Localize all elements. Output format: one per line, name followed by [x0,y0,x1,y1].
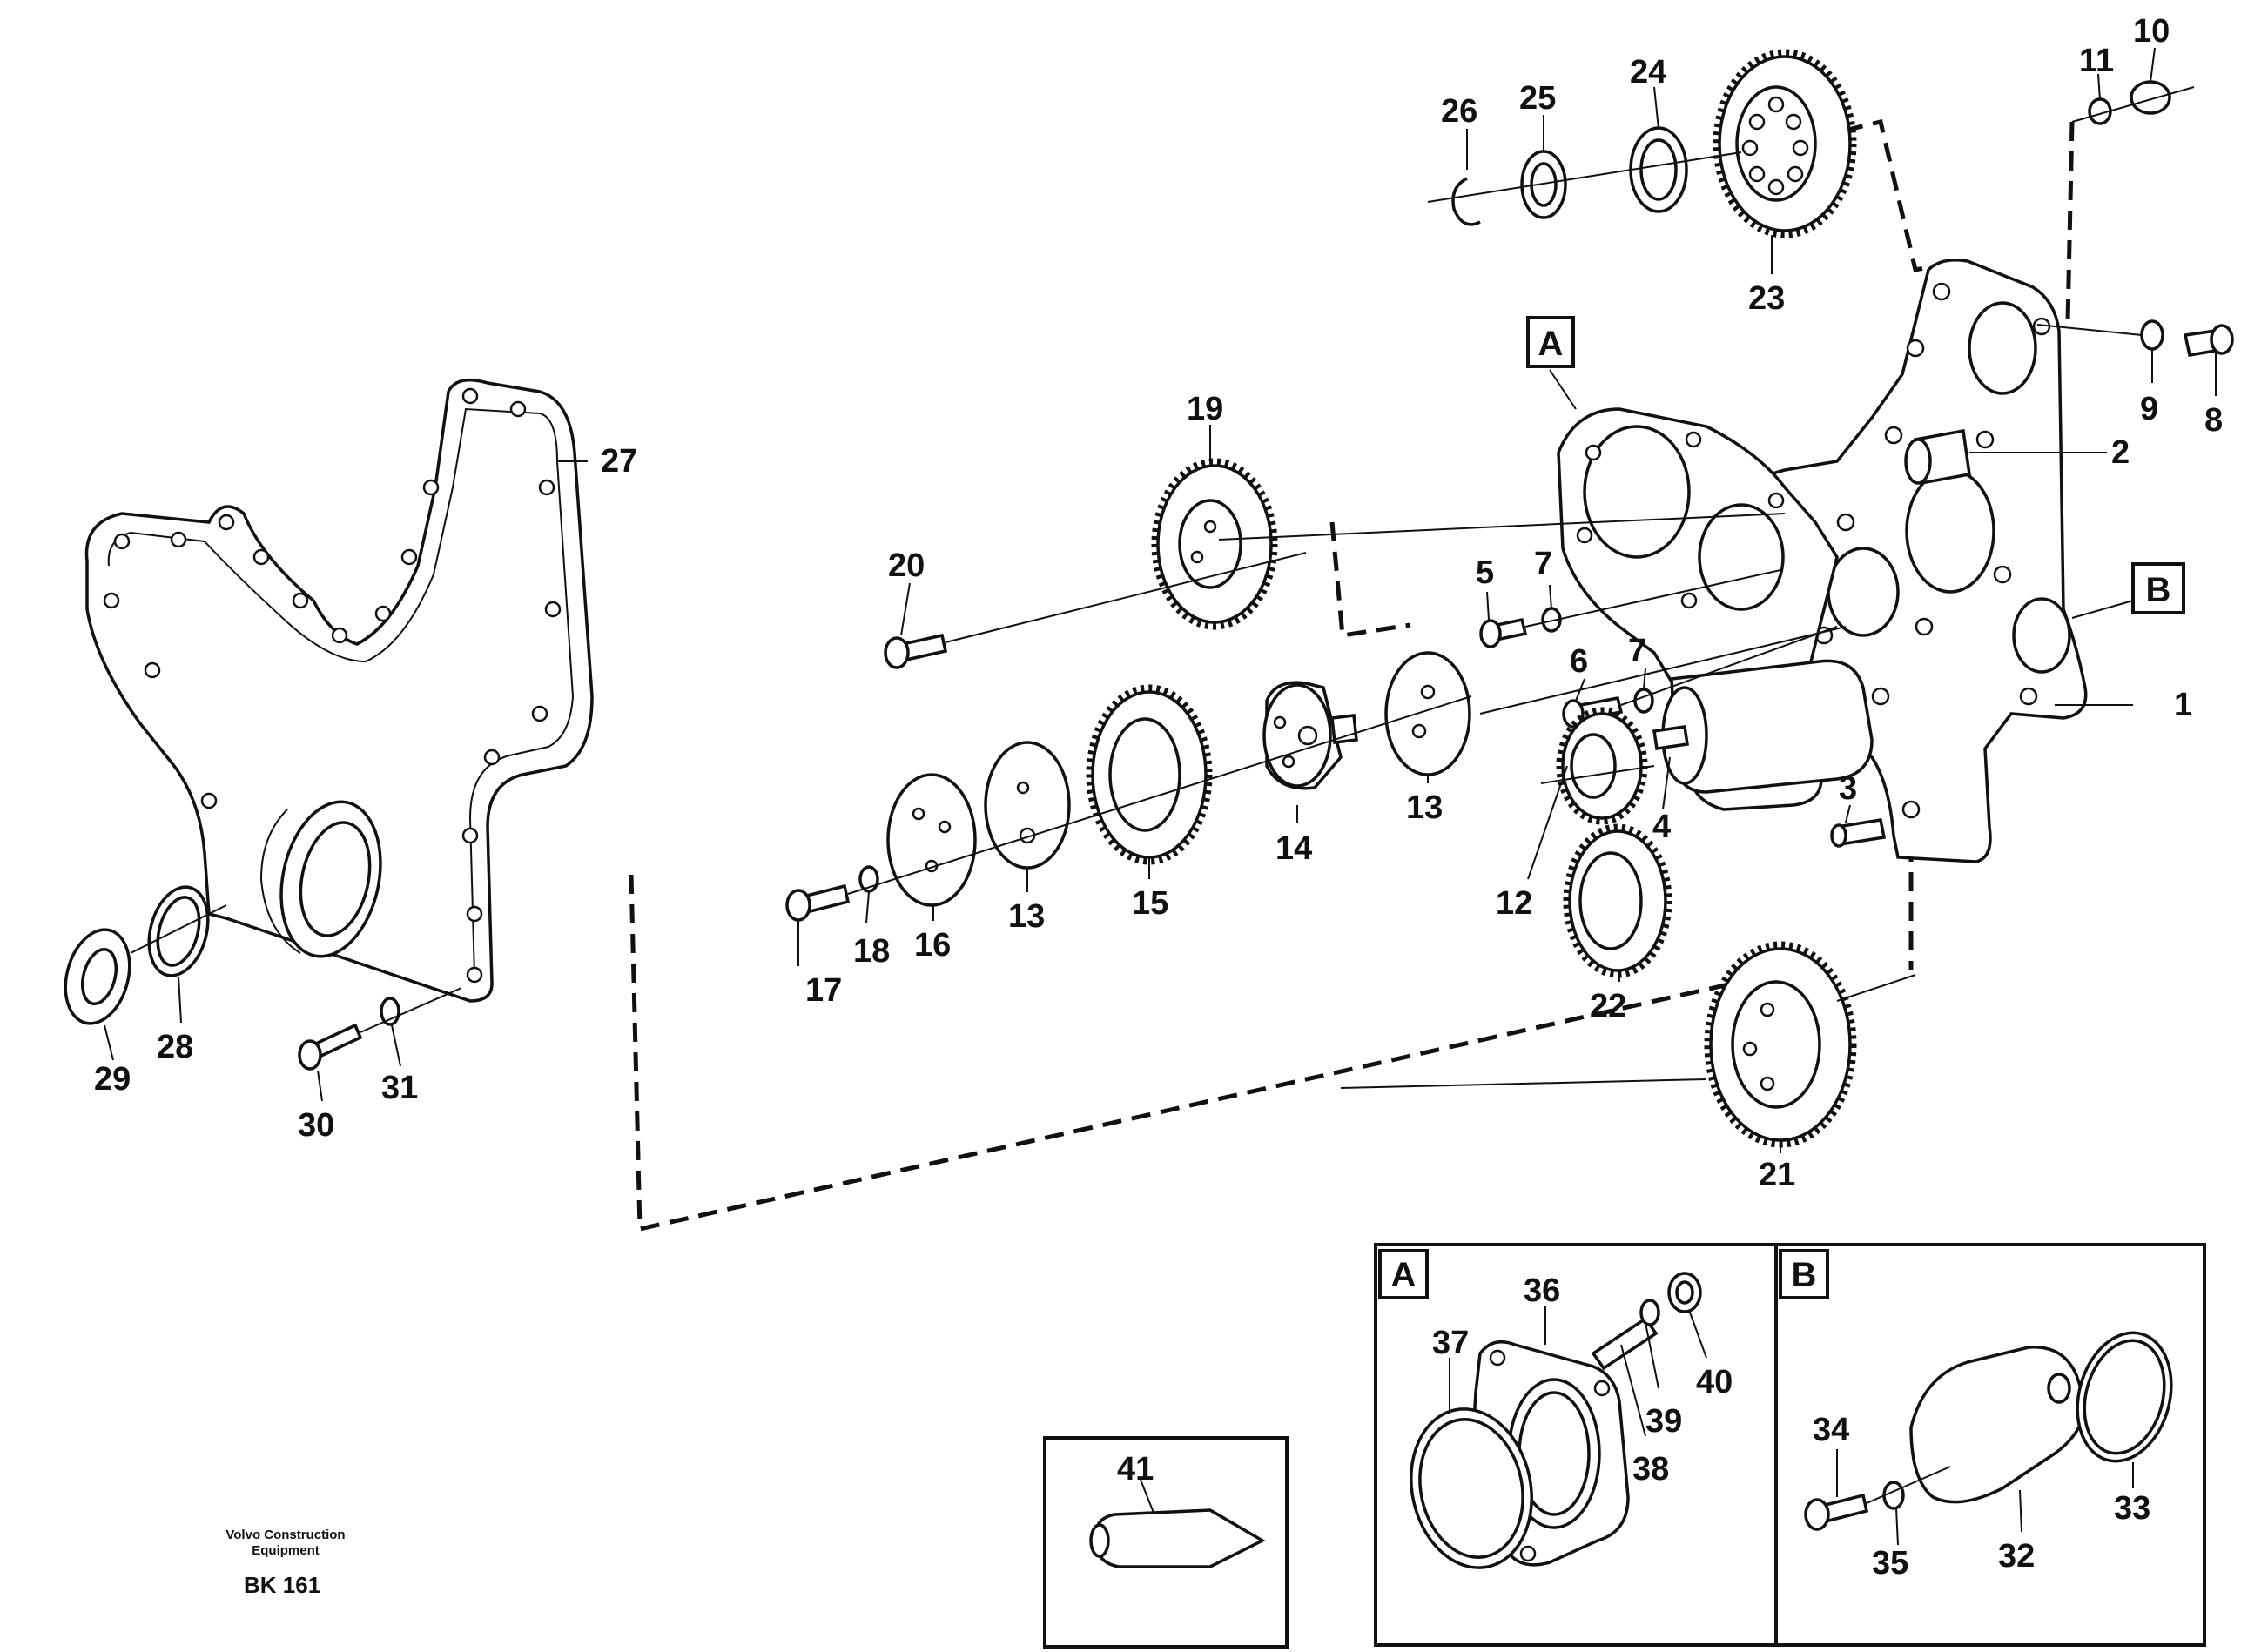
bolt-34 [1804,1493,1869,1531]
gear-12 [1556,707,1648,825]
callout-a-label: A [1538,325,1564,363]
sealant-tube-41 [1089,1479,1266,1568]
washer-35 [1882,1481,1905,1510]
label-part-19: 19 [1187,391,1223,427]
dowel-2 [1904,428,1971,486]
label-part-13-right: 13 [1406,789,1443,826]
label-part-34: 34 [1813,1412,1849,1448]
label-part-13-left: 13 [1008,898,1045,935]
label-part-38: 38 [1632,1451,1669,1487]
label-part-25: 25 [1519,80,1556,117]
bolt-6 [1562,695,1624,729]
lock-nut-25 [1520,150,1567,219]
brand-line-1: Volvo Construction [225,1528,345,1542]
label-part-10: 10 [2133,13,2170,50]
plate-16 [886,773,977,907]
leader-lines [104,47,2217,1153]
inset-b-label: B [1792,1256,1817,1294]
label-part-23: 23 [1748,280,1785,317]
seal-29 [64,928,131,1025]
label-part-22: 22 [1590,988,1626,1024]
gear-23 [1713,49,1857,238]
inset-sealant: 41 [1043,1436,1289,1649]
label-part-21: 21 [1759,1157,1795,1193]
label-part-4: 4 [1652,809,1671,845]
label-part-6: 6 [1570,643,1588,680]
label-part-29: 29 [94,1061,131,1098]
label-part-32: 32 [1998,1538,2035,1575]
o-ring-33 [2076,1331,2173,1463]
label-part-35: 35 [1872,1545,1908,1581]
label-part-3: 3 [1839,770,1857,807]
gear-21 [1704,941,1857,1148]
label-part-17: 17 [805,972,842,1009]
bolt-30 [298,1023,363,1071]
label-part-1: 1 [2174,687,2192,723]
screw-10 [2130,80,2171,115]
washer-9 [2140,319,2164,351]
label-part-15: 15 [1132,885,1168,922]
label-part-33: 33 [2114,1490,2150,1527]
brand-line-2: Equipment [252,1543,320,1558]
callout-b-label: B [2146,571,2171,609]
gear-22 [1563,823,1672,978]
label-part-9: 9 [2140,391,2158,427]
label-part-18: 18 [853,933,890,970]
label-part-37: 37 [1432,1325,1469,1361]
idler-gear-15 [1086,684,1213,865]
thrust-washer-13-right [1384,651,1471,776]
label-part-36: 36 [1524,1273,1560,1309]
label-part-26: 26 [1441,93,1477,130]
nut-40 [1667,1272,1702,1313]
label-part-7-lower: 7 [1628,633,1646,669]
bolt-17 [785,883,851,922]
dashed-assembly-lines [629,118,2075,1232]
part-numbers: 1 2 3 4 5 6 7 7 8 9 10 11 12 13 13 14 15… [94,13,2223,1193]
gear-19 [1151,458,1278,630]
washer-7-lower [1633,688,1654,714]
label-part-5: 5 [1476,554,1494,591]
label-part-27: 27 [601,443,637,480]
cover-bolt-holes [103,387,562,984]
inset-detail-ab: A 36 37 38 39 40 [1374,1243,2206,1647]
pin-4 [1652,725,1689,750]
washer-39 [1639,1299,1660,1326]
label-part-28: 28 [157,1029,193,1065]
reference-code: BK 161 [244,1572,320,1598]
label-part-7-upper: 7 [1534,546,1552,582]
timing-gear-plate-1 [1690,259,2088,863]
timing-cover-27 [84,378,594,1003]
o-ring-37 [1410,1407,1533,1569]
label-part-31: 31 [381,1070,418,1106]
label-part-41: 41 [1117,1451,1154,1487]
callout-b: B [2131,562,2185,614]
footer-brand: Volvo Construction Equipment BK 161 [225,1528,345,1598]
label-part-16: 16 [914,927,951,964]
bearing-ring-24 [1629,126,1688,213]
plug-8 [2183,324,2234,358]
label-part-20: 20 [888,547,925,584]
thrust-washer-13-left [984,741,1071,870]
label-part-12: 12 [1496,885,1532,922]
bolt-5 [1479,617,1528,648]
pin-3 [1830,818,1887,848]
label-part-2: 2 [2111,434,2130,471]
stud-38 [1591,1316,1659,1371]
label-part-8: 8 [2204,402,2223,439]
label-part-24: 24 [1630,54,1666,91]
label-part-14: 14 [1275,830,1312,867]
label-part-11: 11 [2079,43,2114,79]
seal-ring-28 [147,885,210,977]
timing-housing-a [1557,407,1874,811]
label-part-39: 39 [1645,1403,1682,1440]
inset-a-label: A [1391,1256,1417,1294]
circlip-26 [1451,177,1481,226]
callout-a: A [1526,316,1575,368]
label-part-30: 30 [298,1107,334,1144]
label-part-40: 40 [1696,1364,1733,1400]
idler-hub-14 [1262,681,1358,790]
bolt-20 [884,633,948,669]
washer-31 [380,997,400,1026]
